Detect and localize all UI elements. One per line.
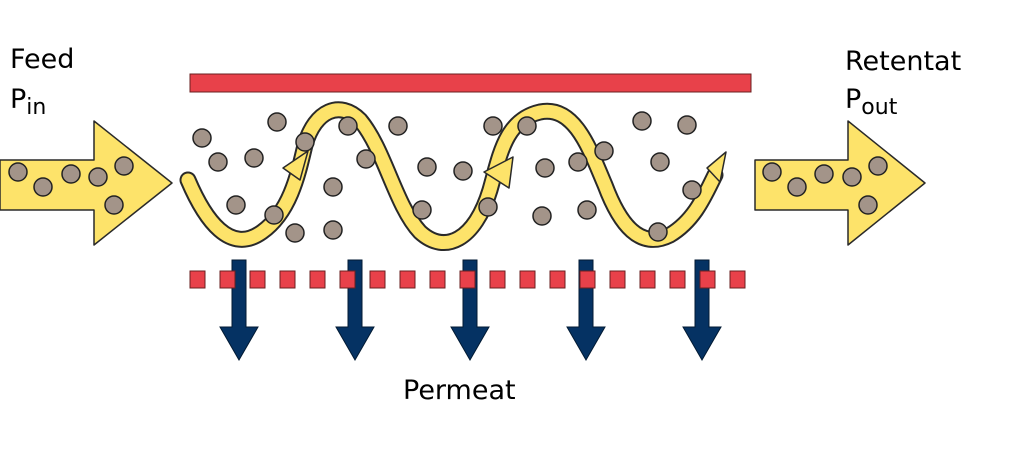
membrane-pore [519,270,536,289]
p-out-label: Pout [845,86,897,119]
particle [842,167,862,187]
down-arrow-icon [335,259,375,362]
down-arrow-icon [219,259,259,362]
particle [535,158,555,178]
membrane-pore [609,270,626,289]
retentat-label: Retentat [845,46,962,77]
particle [532,206,552,226]
p-in-sub: in [26,95,47,120]
wavy-flow-path [179,101,727,251]
membrane-pore [369,270,386,289]
particle [8,162,28,182]
particle [677,115,697,135]
particle [632,111,652,131]
porous-membrane [189,270,746,289]
membrane-pore [729,270,746,289]
flow-arrowhead-icon [483,156,514,189]
membrane-pore [549,270,566,289]
particle [762,162,782,182]
particle [356,149,376,169]
particle [417,157,437,177]
particle [323,220,343,240]
membrane-pore [459,270,476,289]
p-in-main: P [10,84,27,115]
membrane-pore [699,270,716,289]
flow-arrowhead-icon [706,151,727,183]
membrane-pore [189,270,206,289]
particle [33,177,53,197]
particle [517,116,537,136]
membrane-pore [219,270,236,289]
particle [285,223,305,243]
particle [267,112,287,132]
particle [483,116,503,136]
p-out-main: P [845,84,862,115]
particle [244,148,264,168]
particle [192,128,212,148]
feed-arrow-icon [0,120,173,246]
particle [868,156,888,176]
particle [787,177,807,197]
membrane-pore [669,270,686,289]
particle [412,200,432,220]
particle [594,141,614,161]
membrane-pore [309,270,326,289]
membrane-pore [579,270,596,289]
particle [226,195,246,215]
particle [61,164,81,184]
particle [568,152,588,172]
particles [8,111,888,243]
particle [648,222,668,242]
particle [208,152,228,172]
particle [682,180,702,200]
permeat-label: Permeat [403,375,516,406]
membrane-pore [279,270,296,289]
particle [88,167,108,187]
permeate-arrows [219,259,722,362]
particle [104,195,124,215]
down-arrow-icon [450,259,490,362]
particle [295,132,315,152]
membrane-pore [489,270,506,289]
p-in-label: Pin [10,86,46,119]
feed-label: Feed [10,44,75,75]
top-wall [189,73,752,93]
particle [577,200,597,220]
membrane-pore [429,270,446,289]
membrane-pore [399,270,416,289]
membrane-pore [639,270,656,289]
particle [650,152,670,172]
particle [453,161,473,181]
particle [814,164,834,184]
membrane-pore [339,270,356,289]
particle [858,195,878,215]
p-out-sub: out [861,95,898,120]
membrane-pore [249,270,266,289]
flow-arrowhead-icon [282,150,309,181]
particle [338,116,358,136]
particle [114,156,134,176]
particle [323,177,343,197]
retentate-arrow-icon [754,120,926,246]
particle [264,205,284,225]
particle [388,116,408,136]
particle [478,197,498,217]
